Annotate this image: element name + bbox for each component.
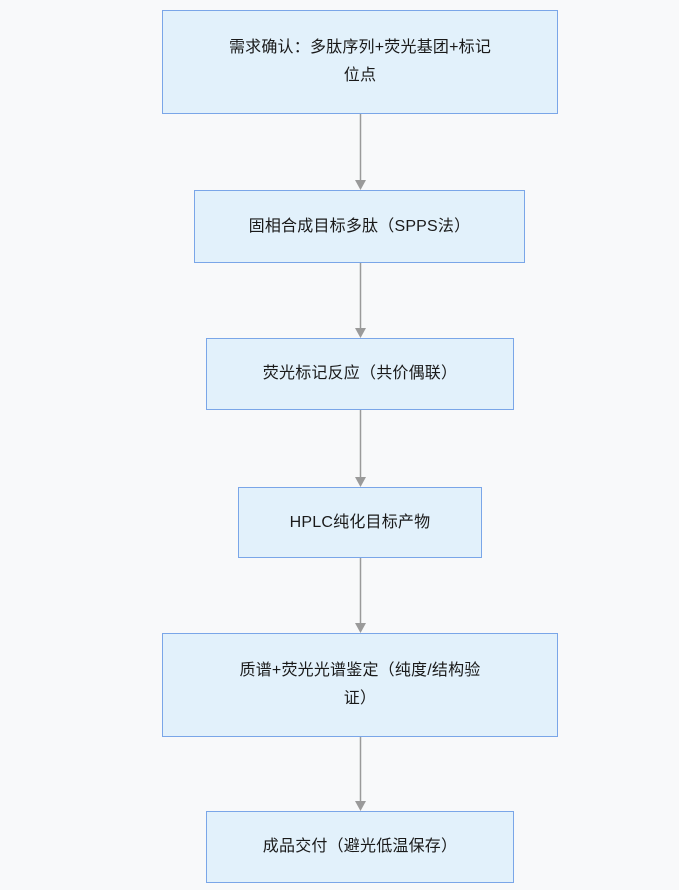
- flowchart-node-fluorescent-labeling[interactable]: 荧光标记反应（共价偶联）: [206, 338, 514, 410]
- arrowhead-icon: [354, 623, 366, 633]
- arrow-3-to-4: [354, 410, 366, 487]
- flowchart-node-label: 荧光标记反应（共价偶联）: [262, 365, 458, 382]
- flowchart-node-requirement-confirmation[interactable]: 需求确认：多肽序列+荧光基团+标记 位点: [162, 10, 558, 114]
- arrow-4-to-5: [354, 558, 366, 633]
- flowchart-node-label: HPLC纯化目标产物: [289, 513, 431, 531]
- flowchart-node-label: 需求确认：多肽序列+荧光基团+标记 位点: [228, 39, 492, 84]
- flowchart-node-hplc-purification[interactable]: HPLC纯化目标产物: [238, 487, 482, 558]
- arrow-5-to-6: [354, 737, 366, 811]
- arrowhead-icon: [354, 801, 366, 811]
- arrowhead-icon: [354, 180, 366, 190]
- arrowhead-icon: [354, 328, 366, 338]
- flowchart-node-solid-phase-synthesis[interactable]: 固相合成目标多肽（SPPS法）: [194, 190, 525, 263]
- flowchart-node-label: 成品交付（避光低温保存）: [262, 838, 458, 855]
- arrow-1-to-2: [354, 114, 366, 190]
- arrow-2-to-3: [354, 263, 366, 338]
- flowchart-node-product-delivery[interactable]: 成品交付（避光低温保存）: [206, 811, 514, 883]
- flowchart-node-label: 质谱+荧光光谱鉴定（纯度/结构验 证）: [239, 662, 481, 707]
- arrowhead-icon: [354, 477, 366, 487]
- flowchart-node-label: 固相合成目标多肽（SPPS法）: [248, 217, 471, 235]
- flowchart-node-ms-fluorescence-identification[interactable]: 质谱+荧光光谱鉴定（纯度/结构验 证）: [162, 633, 558, 737]
